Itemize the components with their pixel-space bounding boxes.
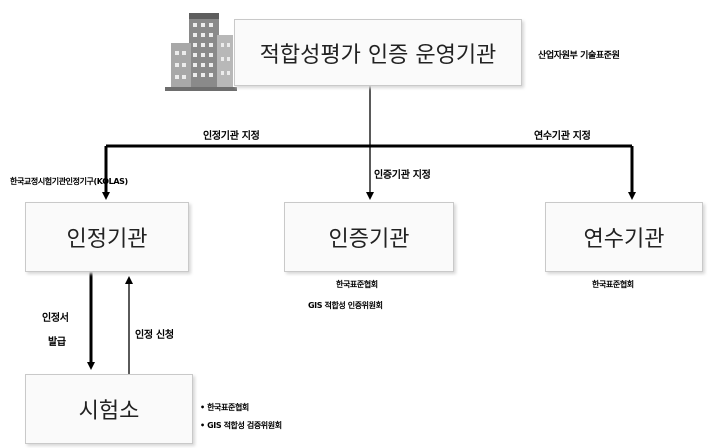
building-icon (165, 13, 237, 91)
label-accreditation-issue-line2: 발급 (48, 337, 66, 348)
test-lab-box: 시험소 (25, 374, 193, 444)
lab-org-note-1: • 한국표준협회 (200, 403, 249, 412)
certification-org-note-1: 한국표준협회 (336, 280, 378, 289)
test-lab-label: 시험소 (78, 399, 140, 424)
label-certification-designation: 인증기관 지정 (374, 170, 431, 181)
accreditation-org-note: 한국교정시험기관인정기구(KOLAS) (10, 177, 128, 186)
top-operating-agency-box: 적합성평가 인증 운영기관 (234, 19, 522, 86)
label-accreditation-apply: 인정 신청 (135, 330, 174, 341)
accreditation-body-box: 인정기관 (25, 202, 189, 272)
label-training-designation: 연수기관 지정 (534, 131, 591, 142)
training-org-note: 한국표준협회 (592, 280, 634, 289)
training-body-box: 연수기관 (545, 202, 703, 272)
label-accreditation-designation: 인정기관 지정 (203, 131, 260, 142)
training-body-label: 연수기관 (583, 227, 665, 252)
top-operating-agency-title: 적합성평가 인증 운영기관 (259, 42, 497, 68)
accreditation-body-label: 인정기관 (66, 227, 148, 252)
top-side-label: 산업자원부 기술표준원 (538, 51, 620, 61)
certification-body-box: 인증기관 (284, 202, 454, 272)
certification-body-label: 인증기관 (328, 227, 410, 252)
lab-org-note-2: • GIS 적합성 검증위원회 (200, 421, 282, 430)
certification-org-note-2: GIS 적합성 인증위원회 (308, 301, 383, 310)
label-accreditation-issue-line1: 인정서 (42, 313, 69, 324)
